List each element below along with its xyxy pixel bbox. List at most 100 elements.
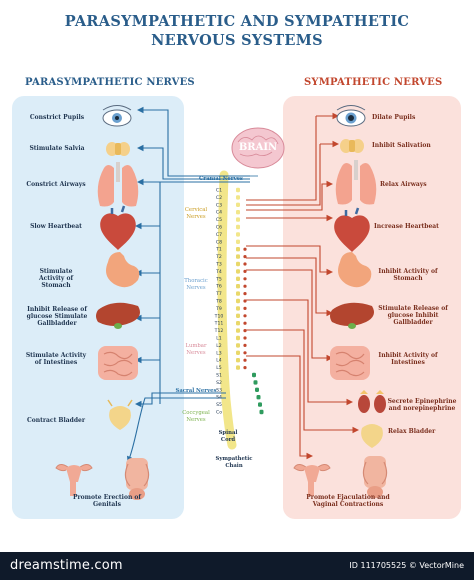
vertebra-label-c5: C5 xyxy=(216,217,222,223)
parasympathetic-panel xyxy=(12,96,184,519)
vertebra-label-l4: L4 xyxy=(216,358,222,364)
label-spinal-cord: Spinal Cord xyxy=(218,430,238,443)
label-sacral-nerves: Sacral Nerves xyxy=(175,388,217,394)
chain-segment-l4 xyxy=(236,358,240,363)
chain-segment-s5 xyxy=(258,402,262,407)
liver-icon-right xyxy=(330,302,374,329)
chain-segment-co xyxy=(259,409,264,415)
chain-segment-l2 xyxy=(236,343,240,348)
vertebra-label-t8: T8 xyxy=(215,299,222,305)
chain-segment-t11 xyxy=(236,321,240,326)
ganglion-dot-l3 xyxy=(243,351,247,355)
vertebra-label-t3: T3 xyxy=(215,262,222,268)
stomach-icon-right xyxy=(338,252,372,288)
diagram-title: PARASYMPATHETIC AND SYMPATHETIC NERVOUS … xyxy=(0,12,474,50)
chain-segment-t1 xyxy=(236,247,240,252)
chain-segment-c6 xyxy=(236,224,240,230)
parasympathetic-heading: PARASYMPATHETIC NERVES xyxy=(25,77,195,88)
label-inhibit-stomach: Inhibit Activity of Stomach xyxy=(378,268,438,282)
ganglion-dot-t11 xyxy=(243,321,247,325)
sympathetic-chain-shape xyxy=(236,187,264,415)
label-promote-erection: Promote Erection of Genitals xyxy=(73,494,141,508)
label-thoracic-nerves: Thoracic Nerves xyxy=(184,278,208,291)
cranial-nerve-line-2 xyxy=(136,144,250,180)
label-constrict-airways: Constrict Airways xyxy=(26,181,86,188)
stomach-icon xyxy=(106,252,140,288)
chain-segment-l1 xyxy=(236,335,240,341)
chain-segment-t9 xyxy=(236,306,240,311)
chain-segment-c5 xyxy=(236,217,240,222)
ganglion-dot-l4 xyxy=(243,358,247,362)
label-relax-bladder: Relax Bladder xyxy=(388,428,436,435)
label-liver-gallbladder: Inhibit Release of glucose Stimulate Gal… xyxy=(26,306,88,327)
label-inhibit-intestines: Inhibit Activity of Intestines xyxy=(378,352,438,366)
vertebra-label-t12: T12 xyxy=(214,328,224,334)
female-reproductive-icon-right xyxy=(293,464,331,496)
ganglion-dot-t1 xyxy=(243,247,247,251)
vertebra-label-l2: L2 xyxy=(216,343,222,349)
label-stimulate-stomach: Stimulate Activity of Stomach xyxy=(38,268,74,289)
ganglion-dot-t2 xyxy=(243,255,247,259)
chain-segment-s3 xyxy=(255,387,259,392)
chain-segment-t7 xyxy=(236,291,240,296)
vertebra-label-s3: S3 xyxy=(216,387,222,393)
footer-bar: dreamstime.com ID 111705525 © VectorMine xyxy=(0,552,474,580)
vertebra-label-t4: T4 xyxy=(215,269,222,275)
vertebra-label-t7: T7 xyxy=(215,291,222,297)
ganglion-dot-t12 xyxy=(243,329,247,333)
vertebra-label-s5: S5 xyxy=(216,402,222,408)
label-increase-heartbeat: Increase Heartbeat xyxy=(374,223,439,230)
sympathetic-heading: SYMPATHETIC NERVES xyxy=(304,77,443,88)
vertebra-labels: C1C2C3C4C5C6C7C8T1T2T3T4T5T6T7T8T9T10T11… xyxy=(214,188,224,416)
vertebra-label-t10: T10 xyxy=(214,313,224,319)
chain-segment-s1 xyxy=(252,372,256,378)
label-constrict-pupils: Constrict Pupils xyxy=(29,114,85,121)
spinal-cord-shape xyxy=(217,170,237,450)
vertebra-label-l1: L1 xyxy=(216,336,222,342)
chain-segment-l5 xyxy=(236,365,240,370)
label-secrete-epinephrine: Secrete Epinephrine and norepinephrine xyxy=(387,398,457,412)
ganglion-dot-l1 xyxy=(243,336,247,340)
label-contract-bladder: Contract Bladder xyxy=(26,417,86,424)
chain-segment-t8 xyxy=(236,298,240,304)
chain-segment-s2 xyxy=(253,380,258,385)
chain-segment-c1 xyxy=(236,187,240,193)
ganglion-dot-t3 xyxy=(243,262,247,266)
heart-icon-right xyxy=(334,207,370,252)
label-dilate-pupils: Dilate Pupils xyxy=(372,114,416,121)
label-stimulate-saliva: Stimulate Salvia xyxy=(29,145,85,152)
cranial-nerve-line xyxy=(136,106,250,177)
chain-segment-t3 xyxy=(236,261,240,267)
label-slow-heartbeat: Slow Heartbeat xyxy=(30,223,82,230)
intestines-icon-right xyxy=(330,346,370,380)
label-cervical-nerves: Cervical Nerves xyxy=(184,207,208,220)
intestines-icon xyxy=(98,346,138,380)
vertebra-label-t1: T1 xyxy=(215,247,222,253)
nerve-diagram: C1C2C3C4C5C6C7C8T1T2T3T4T5T6T7T8T9T10T11… xyxy=(55,105,388,500)
label-cranial-nerves: Cranial Nerves xyxy=(198,176,244,182)
vertebra-label-l3: L3 xyxy=(216,350,222,356)
label-promote-ejaculation: Promote Ejaculation and Vaginal Contract… xyxy=(306,494,390,508)
ganglion-dot-l2 xyxy=(243,343,247,347)
male-reproductive-icon xyxy=(124,458,150,500)
vertebra-label-t11: T11 xyxy=(214,321,224,327)
vertebra-label-t2: T2 xyxy=(215,254,222,260)
vertebra-label-t9: T9 xyxy=(215,306,222,312)
chain-segment-l3 xyxy=(236,350,240,355)
chain-segment-c3 xyxy=(236,202,240,207)
chain-segment-t6 xyxy=(236,284,240,289)
chain-segment-c7 xyxy=(236,232,240,237)
vertebra-label-c6: C6 xyxy=(216,225,222,231)
adrenal-kidney-icon xyxy=(358,390,386,413)
ganglion-dot-l5 xyxy=(243,366,247,370)
chain-segment-t4 xyxy=(236,269,240,274)
vertebra-label-c8: C8 xyxy=(216,239,222,245)
lungs-icon xyxy=(97,162,139,207)
liver-icon xyxy=(96,302,140,329)
ganglion-dot-t4 xyxy=(243,269,247,273)
watermark-text: dreamstime.com xyxy=(10,558,123,573)
chain-segment-t10 xyxy=(236,313,240,318)
ganglion-dot-t6 xyxy=(243,284,247,288)
ganglion-dot-t8 xyxy=(243,299,247,303)
label-coccygeal-nerves: Coccygeal Nerves xyxy=(182,410,210,423)
